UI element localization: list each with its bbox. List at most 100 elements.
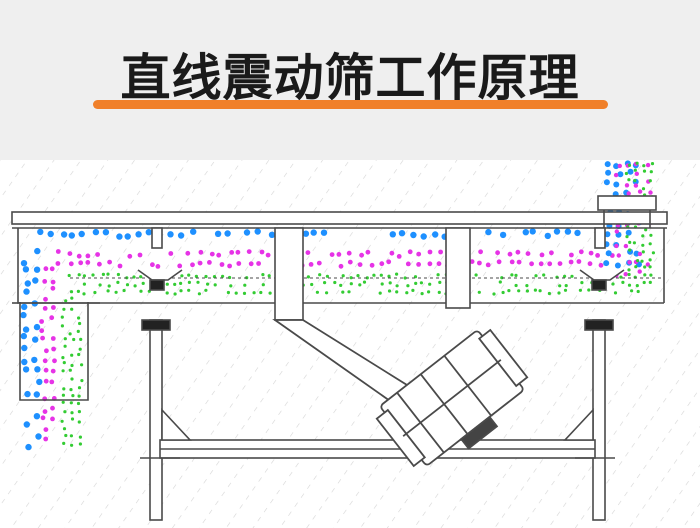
small-particle — [234, 291, 238, 295]
medium-particle — [357, 262, 363, 267]
large-particle — [33, 413, 41, 420]
small-particle — [372, 273, 376, 277]
small-particle — [563, 288, 568, 292]
small-particle — [76, 329, 80, 333]
medium-particle — [613, 172, 619, 178]
medium-particle — [389, 250, 395, 256]
large-particle — [60, 231, 68, 238]
medium-particle — [515, 249, 521, 255]
small-particle — [194, 274, 198, 278]
large-particle — [529, 228, 536, 235]
medium-particle — [477, 260, 482, 266]
medium-particle — [137, 252, 143, 258]
small-particle — [648, 242, 652, 246]
small-particle — [514, 273, 518, 277]
medium-particle — [107, 259, 112, 265]
small-particle — [395, 272, 399, 276]
small-particle — [261, 283, 265, 287]
medium-particle — [40, 415, 46, 421]
large-particle — [605, 250, 612, 257]
medium-particle — [42, 279, 48, 284]
medium-particle — [386, 259, 392, 265]
small-particle — [517, 289, 521, 293]
small-particle — [318, 273, 322, 277]
medium-particle — [478, 249, 483, 255]
small-particle — [69, 290, 74, 294]
medium-particle — [496, 259, 502, 265]
small-particle — [70, 296, 74, 300]
medium-particle — [127, 253, 133, 259]
medium-particle — [645, 162, 651, 168]
large-particle — [36, 378, 43, 386]
large-particle — [23, 421, 30, 428]
small-particle — [642, 164, 646, 168]
large-particle — [432, 231, 439, 238]
medium-particle — [329, 252, 335, 257]
small-particle — [419, 281, 423, 285]
large-particle — [22, 326, 30, 333]
small-particle — [436, 273, 440, 277]
large-particle — [485, 228, 492, 236]
small-particle — [70, 417, 75, 421]
large-particle — [32, 336, 39, 343]
medium-particle — [229, 250, 235, 255]
small-particle — [420, 292, 424, 296]
small-particle — [226, 290, 230, 295]
large-particle — [24, 280, 31, 287]
small-particle — [538, 289, 542, 293]
small-particle — [648, 280, 652, 284]
small-particle — [341, 274, 345, 278]
medium-particle — [49, 266, 55, 272]
small-particle — [61, 400, 65, 404]
medium-particle — [55, 249, 61, 254]
small-particle — [173, 292, 177, 296]
medium-particle — [336, 252, 342, 257]
small-particle — [498, 280, 502, 284]
medium-particle — [50, 279, 56, 285]
medium-particle — [416, 262, 421, 267]
small-particle — [82, 292, 86, 296]
small-particle — [642, 280, 646, 285]
small-particle — [625, 235, 629, 239]
small-particle — [180, 274, 184, 278]
small-particle — [428, 282, 432, 286]
small-particle — [187, 280, 191, 284]
medium-particle — [637, 269, 642, 274]
small-particle — [132, 275, 136, 279]
medium-particle — [42, 358, 48, 364]
small-particle — [76, 401, 81, 406]
large-particle — [389, 231, 396, 238]
small-particle — [641, 243, 645, 247]
large-particle — [124, 233, 131, 240]
large-particle — [24, 390, 31, 398]
large-particle — [268, 231, 276, 238]
medium-particle — [436, 261, 442, 267]
medium-particle — [557, 261, 563, 266]
small-particle — [76, 289, 80, 293]
large-particle — [604, 231, 611, 238]
medium-particle — [43, 296, 48, 302]
small-particle — [578, 288, 583, 292]
small-particle — [70, 443, 74, 447]
small-particle — [349, 282, 353, 286]
small-particle — [106, 272, 110, 276]
small-particle — [98, 283, 102, 287]
medium-particle — [549, 250, 554, 256]
small-particle — [333, 280, 337, 285]
small-particle — [628, 248, 632, 252]
title-underline — [93, 100, 608, 109]
medium-particle — [539, 252, 545, 258]
medium-particle — [78, 260, 84, 266]
small-particle — [139, 275, 143, 279]
medium-particle — [51, 305, 56, 310]
medium-particle — [407, 249, 413, 255]
small-particle — [613, 291, 618, 295]
large-particle — [145, 229, 152, 236]
large-particle — [613, 181, 620, 188]
small-particle — [635, 284, 639, 288]
medium-particle — [209, 251, 215, 257]
small-particle — [179, 281, 183, 285]
small-particle — [624, 171, 629, 176]
large-particle — [21, 358, 28, 366]
small-particle — [533, 288, 538, 292]
